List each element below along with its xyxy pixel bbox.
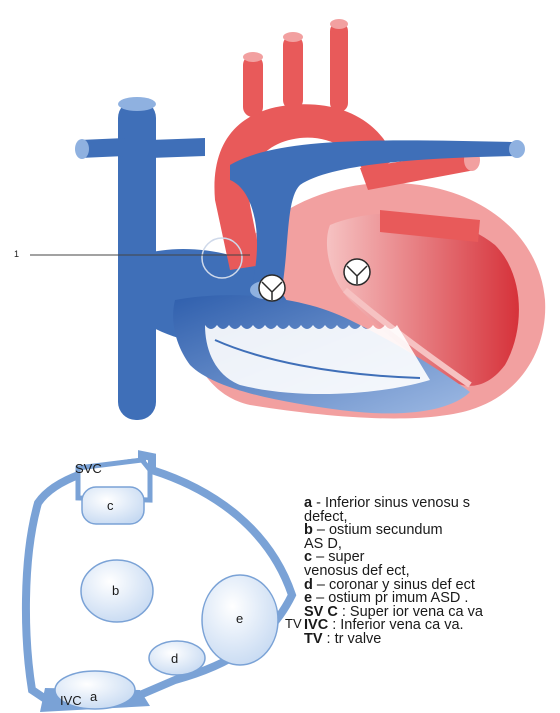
legend-row: b – ostium secundum [304, 524, 560, 538]
legend-row: TV : tr valve [304, 633, 560, 647]
defect-e-label: e [236, 611, 243, 626]
legend-text: : tr valve [323, 631, 382, 647]
aortic-branch-2 [283, 35, 303, 110]
trabeculations [205, 325, 430, 394]
septum-schematic [26, 455, 292, 712]
defect-d-label: d [171, 651, 178, 666]
tv-label: TV [285, 616, 302, 631]
marker-label: 1 [14, 249, 19, 259]
svc-label: SVC [75, 461, 102, 476]
heart-illustration [30, 19, 545, 420]
aortic-branch-1 [243, 55, 263, 117]
aortic-valve [344, 259, 370, 285]
legend: a - Inferior sinus venosu s defect, b – … [304, 497, 560, 647]
pulmonary-valve [259, 275, 285, 301]
ivc-label: IVC [60, 693, 82, 708]
legend-key: TV [304, 631, 323, 647]
defect-c-label: c [107, 498, 114, 513]
aortic-branch-3 [330, 22, 348, 112]
defect-a-label: a [90, 689, 97, 704]
defect-b-label: b [112, 583, 119, 598]
